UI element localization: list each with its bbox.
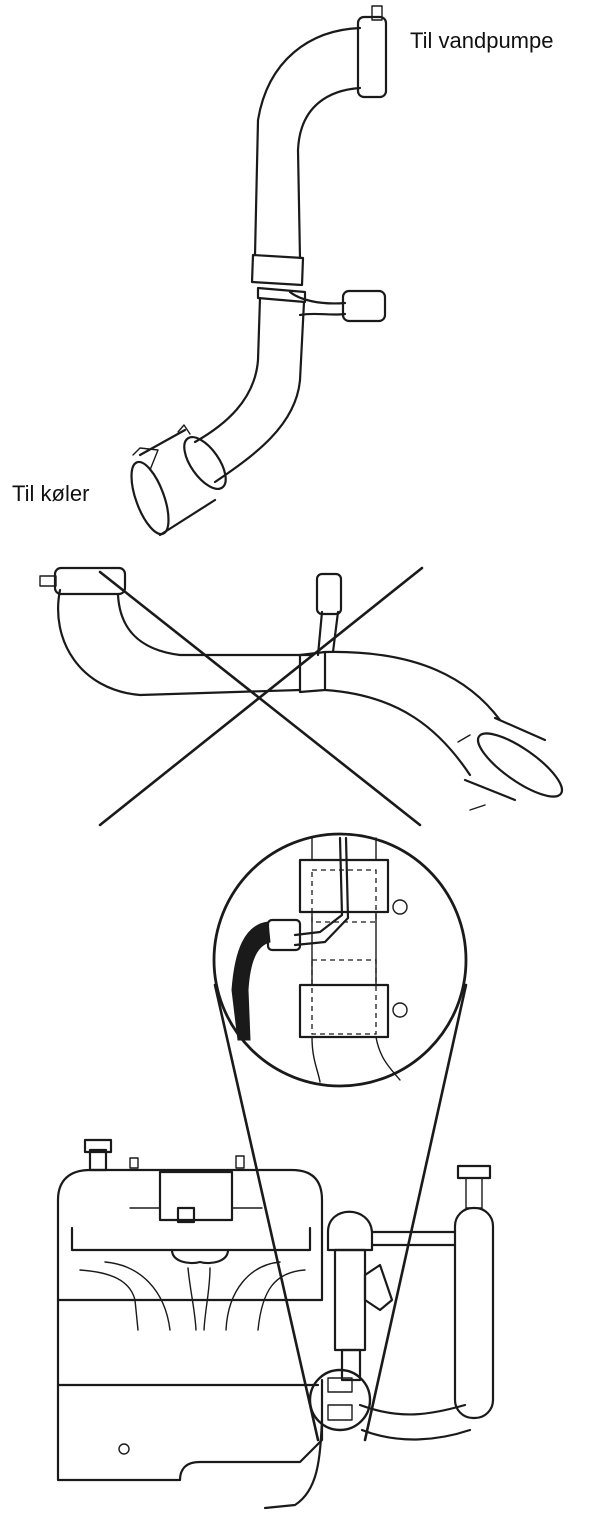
- detail-lower-clamp-screw: [392, 1002, 408, 1018]
- hose-upper-outer-edge: [253, 26, 362, 257]
- detail-black-hose: [231, 921, 271, 1041]
- return-hose-top: [358, 1403, 467, 1416]
- runner-2: [104, 1261, 171, 1331]
- pump-fitting-cuff: [356, 15, 388, 99]
- detail-lower-clamp: [298, 983, 390, 1039]
- coolant-reservoir: [453, 1206, 495, 1420]
- wrong-pump-fitting-clip: [39, 575, 57, 587]
- cooler-clip: [132, 447, 159, 471]
- hose-upper-inner-edge: [296, 86, 362, 260]
- engine-lower-block: [56, 1298, 324, 1482]
- runner-6: [257, 1269, 306, 1331]
- wrong-hose-outer-edge: [57, 588, 302, 697]
- wrong-cooler-clips: [457, 734, 486, 811]
- engine-manifold-center: [170, 1248, 230, 1265]
- cooler-fitting-edges: [138, 428, 217, 537]
- correct-hose-figure: [130, 5, 388, 537]
- engine-intake-port: [176, 1206, 196, 1224]
- engine-cap: [83, 1138, 113, 1154]
- wrong-hose-clamp: [298, 650, 327, 694]
- magnifier-circle: [212, 832, 468, 1088]
- wrong-pump-fitting-cuff: [53, 566, 127, 596]
- cooler-ring: [183, 436, 227, 490]
- cooler-tab: [177, 424, 191, 435]
- wrong-hose-lower-bottom: [323, 688, 472, 777]
- wrong-t-nipple: [315, 572, 343, 616]
- t-branch-lower: [298, 312, 347, 317]
- zoom-origin-circle: [308, 1368, 372, 1432]
- engine-cap-neck: [88, 1148, 108, 1172]
- cross-line-up: [98, 566, 424, 827]
- reservoir-neck: [465, 1177, 483, 1209]
- runner-4: [203, 1267, 211, 1331]
- hose-clamp-band: [250, 253, 305, 287]
- detail-pipe-walls: [311, 837, 401, 1083]
- incorrect-hose-figure: [39, 566, 564, 827]
- label-to-cooler: Til køler: [12, 481, 90, 506]
- outlet-pipe: [263, 1418, 324, 1510]
- wrong-hose-inner-edge: [116, 593, 312, 657]
- detail-upper-clamp: [298, 858, 390, 914]
- engine-detail-figure: [56, 832, 495, 1510]
- zoom-line-right: [363, 983, 468, 1442]
- pump-dome: [326, 1210, 374, 1252]
- engine-bolt-left: [129, 1157, 139, 1169]
- hose-lower-outer-edge: [193, 296, 262, 444]
- engine-drain-plug: [118, 1443, 130, 1455]
- wrong-t-branch: [316, 610, 340, 657]
- pump-neck: [340, 1348, 362, 1382]
- label-to-water-pump: Til vandpumpe: [410, 28, 554, 53]
- pump-fitting-clip: [371, 5, 383, 21]
- wrong-cooler-fitting-edges: [463, 716, 547, 802]
- runner-5: [225, 1261, 281, 1331]
- wrong-cooler-mouth: [476, 732, 564, 798]
- t-branch-nipple: [341, 289, 387, 323]
- zoom-line-left: [213, 983, 320, 1442]
- detail-pipe-tube-inner: [293, 836, 350, 947]
- engine-bolt-right: [235, 1155, 245, 1169]
- engine-manifold-rail: [70, 1226, 312, 1252]
- detail-lower-pipe-dashed: [311, 959, 377, 1035]
- return-hose-bottom: [360, 1428, 472, 1441]
- cooler-fitting-mouth: [130, 460, 170, 536]
- pump-thermostat: [363, 1263, 394, 1312]
- engine-intake-box: [158, 1170, 234, 1222]
- t-branch-upper: [288, 290, 347, 305]
- detail-upper-pipe-dashed: [311, 869, 377, 923]
- reservoir-cap: [456, 1164, 492, 1180]
- zoom-origin-clamps: [327, 1377, 353, 1421]
- hose-lower-inner-edge: [213, 300, 306, 484]
- wrong-hose-lower-top: [323, 650, 502, 722]
- engine-top-cover: [56, 1168, 324, 1302]
- detail-pipe-tube: [293, 836, 344, 937]
- runner-1: [79, 1269, 139, 1331]
- detail-upper-clamp-screw: [392, 899, 408, 915]
- pump-column: [333, 1248, 367, 1352]
- runner-3: [187, 1267, 197, 1331]
- hose-joint-ring: [256, 286, 307, 304]
